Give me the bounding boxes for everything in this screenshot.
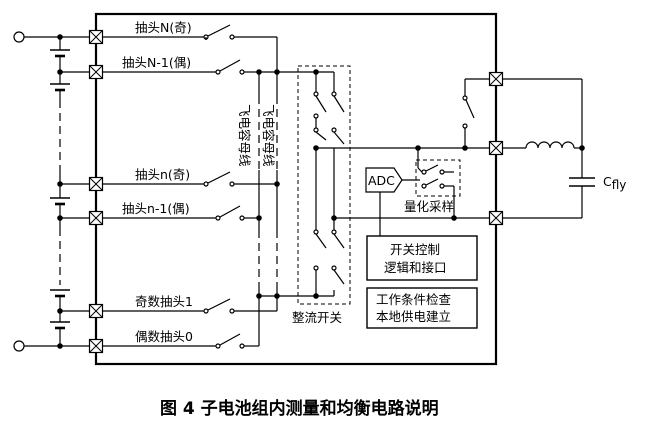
pin-tap-n-odd: [88, 176, 104, 192]
tap-n-odd-label: 抽头n(奇): [135, 167, 190, 182]
tap-n-minus1-even-label: 抽头n-1(偶): [122, 201, 190, 216]
flying-cap-bus-label-2: 飞电容母线: [261, 104, 276, 167]
quantize-sample-box: [415, 159, 461, 197]
odd-tap-1-label: 奇数抽头1: [135, 294, 193, 309]
pin-right-mid: [488, 140, 504, 156]
tap-n-odd-top-label: 抽头N(奇): [135, 20, 192, 35]
switch-control-line1: 开关控制: [390, 242, 440, 257]
rectifier-switch-label: 整流开关: [292, 310, 342, 325]
tap-n-minus1-even-top-label: 抽头N-1(偶): [122, 55, 191, 70]
even-tap-0-label: 偶数抽头0: [135, 329, 193, 344]
quantize-sample-label: 量化采样: [404, 199, 454, 214]
adc-label: ADC: [368, 173, 395, 188]
figure-caption: 图 4 子电池组内测量和均衡电路说明: [160, 398, 439, 419]
work-condition-line1: 工作条件检查: [376, 292, 452, 307]
work-condition-box: [366, 287, 478, 329]
rectifier-switch-box: [297, 65, 351, 305]
pin-even-tap-0: [88, 338, 104, 354]
pin-odd-tap-1: [88, 303, 104, 319]
pin-tap-n-odd-top: [88, 29, 104, 45]
pin-right-bottom: [488, 210, 504, 226]
flying-cap-bus-lines: [256, 37, 334, 346]
sample-switches: [402, 148, 455, 218]
adc-block: [365, 167, 403, 240]
pin-tap-n-minus1-even-top: [88, 64, 104, 80]
rectifier-switches: [313, 69, 345, 299]
external-lc: [503, 78, 595, 219]
switch-control-line2: 逻辑和接口: [384, 260, 447, 275]
battery-stack: [13, 31, 89, 352]
pin-right-top: [488, 71, 504, 87]
tap-switches: [103, 24, 277, 349]
switch-control-box: [366, 235, 478, 281]
cfly-label: Cfly: [603, 174, 626, 192]
flying-cap-bus-label-1: 飞电容母线: [237, 104, 252, 167]
work-condition-line2: 本地供电建立: [376, 309, 451, 324]
output-rails: [316, 78, 489, 221]
pin-tap-n-minus1-even: [88, 210, 104, 226]
